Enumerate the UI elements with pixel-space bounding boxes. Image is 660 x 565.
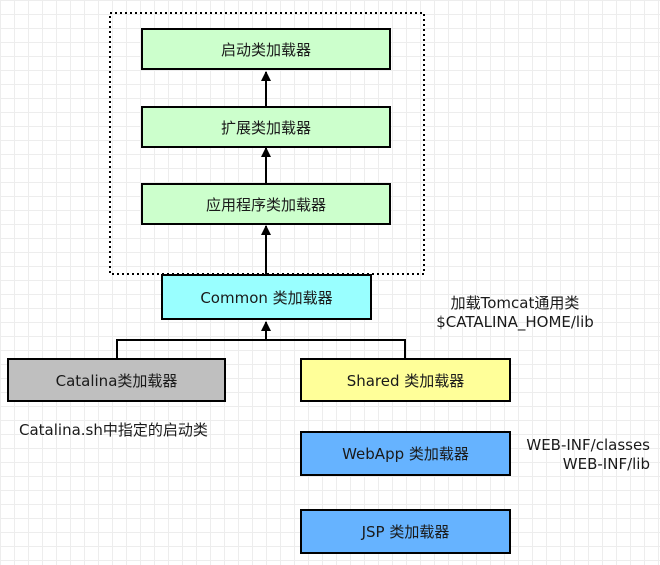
catalina-loader-note: Catalina.sh中指定的启动类 — [19, 421, 208, 439]
webapp-loader-note-line1: WEB-INF/classes — [526, 436, 650, 454]
shared-class-loader-box: Shared 类加载器 — [300, 358, 511, 402]
extension-class-loader-box: 扩展类加载器 — [141, 106, 391, 148]
common-loader-note-line1: 加载Tomcat通用类 — [450, 294, 580, 312]
webapp-loader-note-line2: WEB-INF/lib — [562, 455, 650, 473]
webapp-loader-note: WEB-INF/classes WEB-INF/lib — [500, 436, 650, 474]
common-loader-note: 加载Tomcat通用类 $CATALINA_HOME/lib — [420, 294, 610, 332]
jsp-class-loader-box: JSP 类加载器 — [300, 509, 511, 554]
common-class-loader-box: Common 类加载器 — [161, 274, 372, 320]
bootstrap-class-loader-box: 启动类加载器 — [141, 28, 391, 70]
connector-catalina-bracket — [116, 339, 406, 358]
webapp-class-loader-box: WebApp 类加载器 — [300, 431, 511, 476]
catalina-class-loader-box: Catalina类加载器 — [7, 358, 226, 402]
application-class-loader-box: 应用程序类加载器 — [141, 183, 391, 225]
common-loader-note-line2: $CATALINA_HOME/lib — [436, 313, 594, 331]
